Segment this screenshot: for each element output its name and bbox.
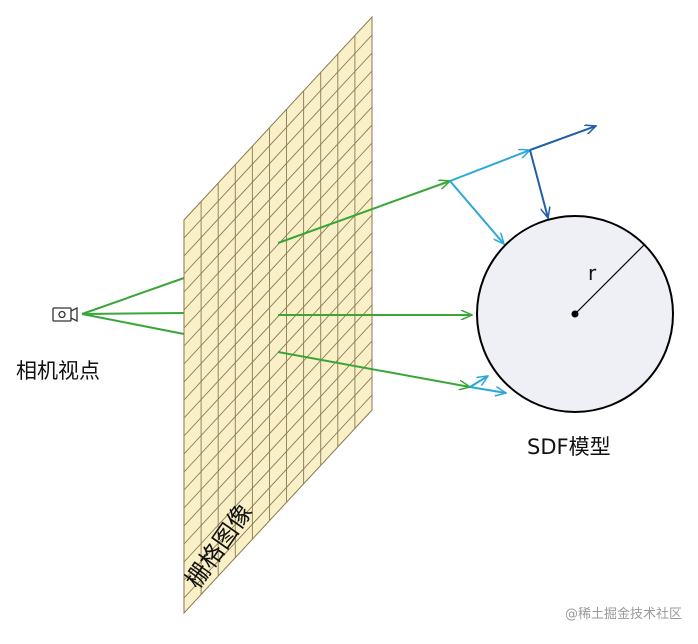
grid-row-line [184, 232, 372, 437]
camera-ray-middle [81, 312, 185, 315]
grid-row-line [184, 286, 372, 491]
grid-row-line [184, 376, 372, 581]
march-step-bottom-a [469, 376, 488, 388]
grid-row-line [184, 52, 372, 257]
grid-row-line [184, 214, 372, 419]
camera-ray-bottom [81, 313, 185, 335]
sphere-center-dot [571, 310, 579, 318]
grid-row-line [184, 142, 372, 347]
camera-icon [52, 306, 78, 323]
march-step-down [449, 180, 504, 244]
grid-row-line [184, 88, 372, 293]
march-step-dark-down [529, 149, 548, 218]
grid-row-line [184, 268, 372, 473]
primary-rays [277, 181, 472, 387]
grid-row-line [184, 178, 372, 383]
grid-row-line [184, 394, 372, 599]
march-step-dark-forward [529, 126, 596, 151]
grid-row-line [184, 196, 372, 401]
radius-line [574, 244, 645, 315]
camera-label: 相机视点 [16, 359, 100, 383]
grid-row-line [184, 304, 372, 509]
ray-bottom-primary [277, 351, 470, 387]
camera-ray-top [81, 277, 185, 315]
grid-row-line [184, 322, 372, 527]
march-rays [449, 126, 596, 393]
grid-row-line [184, 70, 372, 275]
grid-row-line [184, 340, 372, 545]
grid-row-line [184, 124, 372, 329]
sdf-sphere [476, 215, 674, 413]
grid-row-line [184, 358, 372, 563]
grid-row-line [184, 160, 372, 365]
ray-top-primary [277, 181, 450, 244]
model-label: SDF模型 [527, 435, 611, 459]
grid-row-line [184, 106, 372, 311]
grid-row-line [184, 34, 372, 239]
watermark: @稀土掘金技术社区 [565, 606, 682, 622]
radius-label: r [588, 261, 597, 285]
camera-rays [81, 277, 185, 335]
march-step-forward [449, 150, 530, 182]
march-step-bottom-b [469, 386, 506, 393]
